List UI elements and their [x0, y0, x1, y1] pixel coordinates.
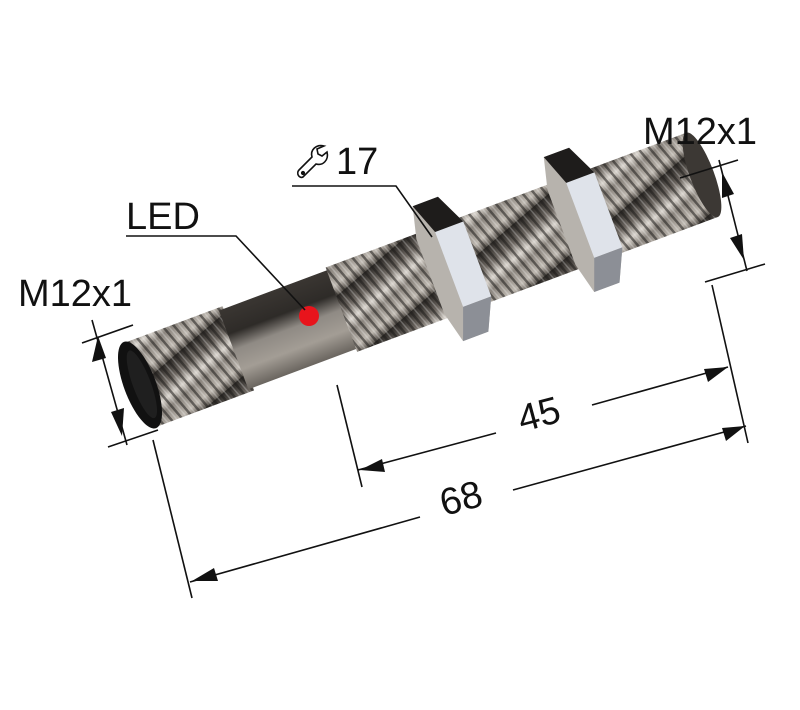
- wrench-size-label: 17: [336, 141, 379, 183]
- sensor-body: [117, 132, 722, 429]
- thread-label-left: M12x1: [18, 273, 133, 315]
- leader-lines: [126, 185, 433, 311]
- wrench-icon: [296, 144, 329, 179]
- led-label: LED: [126, 196, 200, 238]
- sensor-end-face-right: [682, 132, 722, 218]
- hex-nut-1: [412, 196, 492, 342]
- dimension-arrows: [92, 172, 745, 581]
- smooth-housing: [218, 268, 361, 390]
- led-indicator: [299, 306, 319, 326]
- thread-section-main: [325, 132, 718, 352]
- thread-label-right: M12x1: [643, 111, 758, 153]
- hex-nut-2: [543, 147, 623, 293]
